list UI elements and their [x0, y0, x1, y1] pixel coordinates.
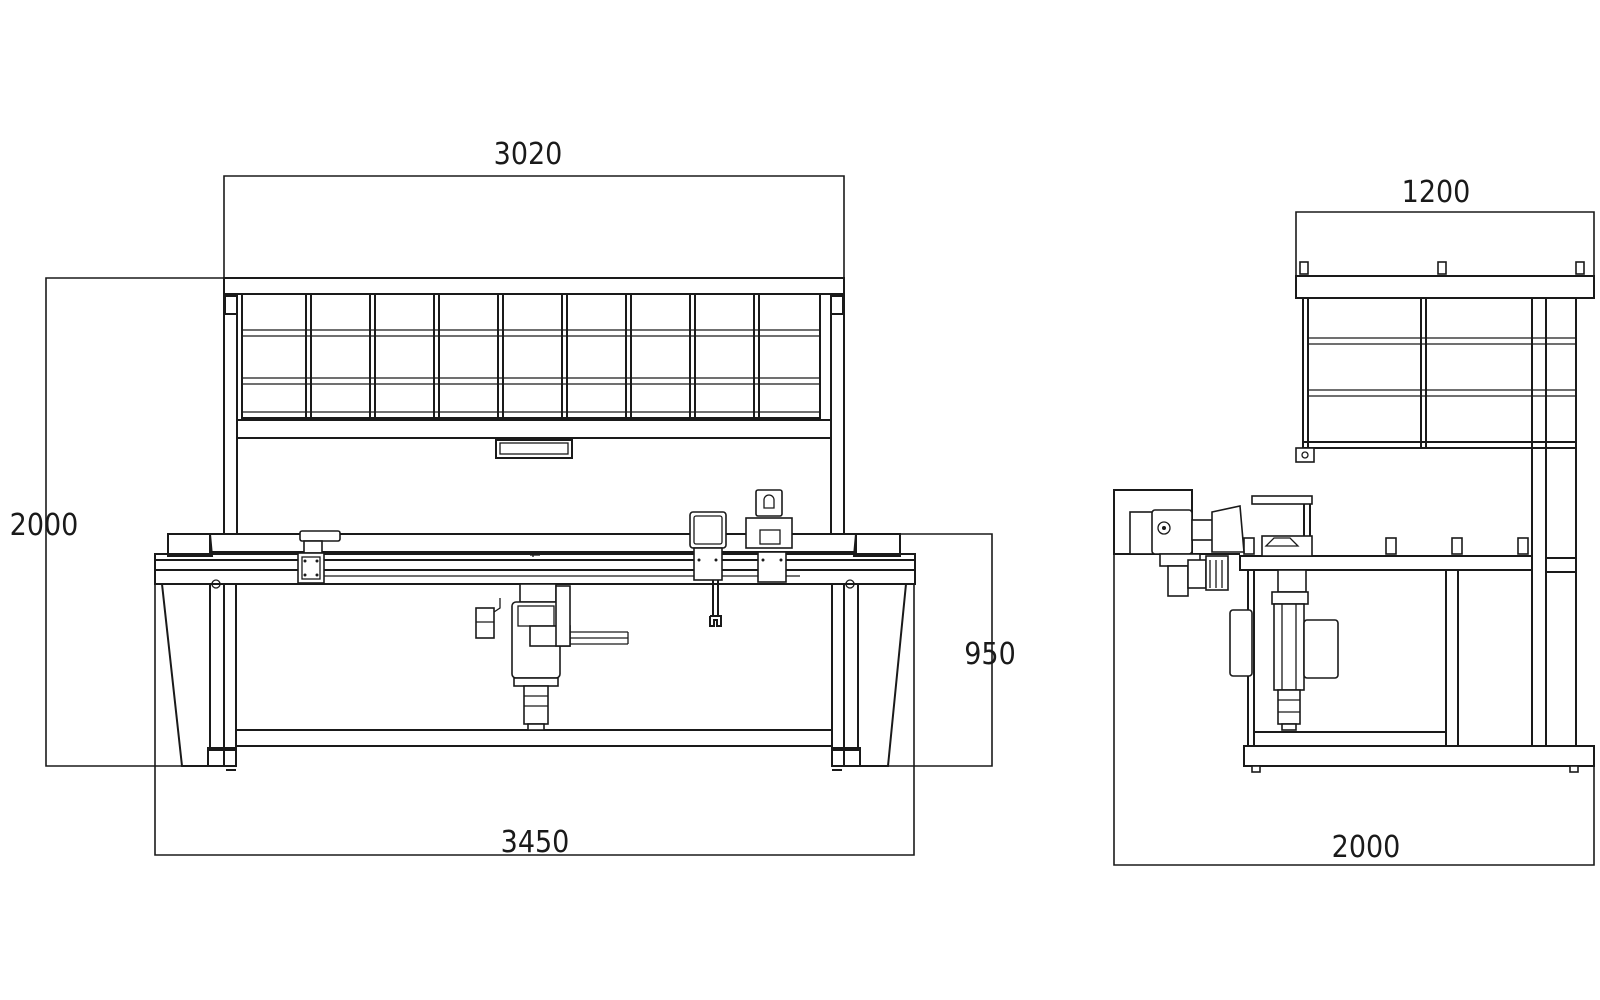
dim-2000-width: 2000: [1113, 496, 1595, 866]
front-grid-beam: [236, 419, 832, 439]
front-light-box: [495, 439, 573, 459]
front-carriage-left: [297, 530, 341, 584]
side-machine-head: [1113, 489, 1245, 597]
front-view: 3020 2000 950 3450: [10, 137, 1016, 860]
side-canopy: [1295, 261, 1595, 299]
front-spindle-unit: [475, 583, 629, 731]
dim-label-1200: 1200: [1402, 175, 1471, 210]
dim-3020: 3020: [223, 137, 845, 292]
dim-2000-height: 2000: [10, 277, 236, 767]
side-table-frame: [1243, 570, 1595, 773]
front-canopy-block-left: [224, 295, 238, 315]
dim-label-2000-height: 2000: [10, 508, 79, 543]
front-legs: [161, 579, 907, 771]
side-motor: [1229, 569, 1339, 731]
side-gantry: [1251, 495, 1313, 557]
side-posts: [1531, 297, 1577, 747]
dim-label-3450: 3450: [501, 825, 570, 860]
front-clamp-unit: [745, 489, 793, 583]
dim-950: 950: [860, 533, 1016, 767]
dim-label-3020: 3020: [494, 137, 563, 172]
dim-label-2000-width: 2000: [1332, 830, 1401, 865]
side-view: 1200 2000: [1113, 175, 1595, 866]
front-canopy: [223, 277, 845, 295]
dim-label-950: 950: [964, 637, 1016, 672]
front-canopy-block-right: [830, 295, 844, 315]
dim-1200: 1200: [1295, 175, 1595, 294]
front-tool-head: [689, 511, 727, 627]
dim-3450: 3450: [154, 584, 915, 860]
front-table-rails: [154, 533, 916, 585]
side-storage-grid: [1295, 298, 1576, 463]
front-storage-grid: [241, 293, 821, 419]
